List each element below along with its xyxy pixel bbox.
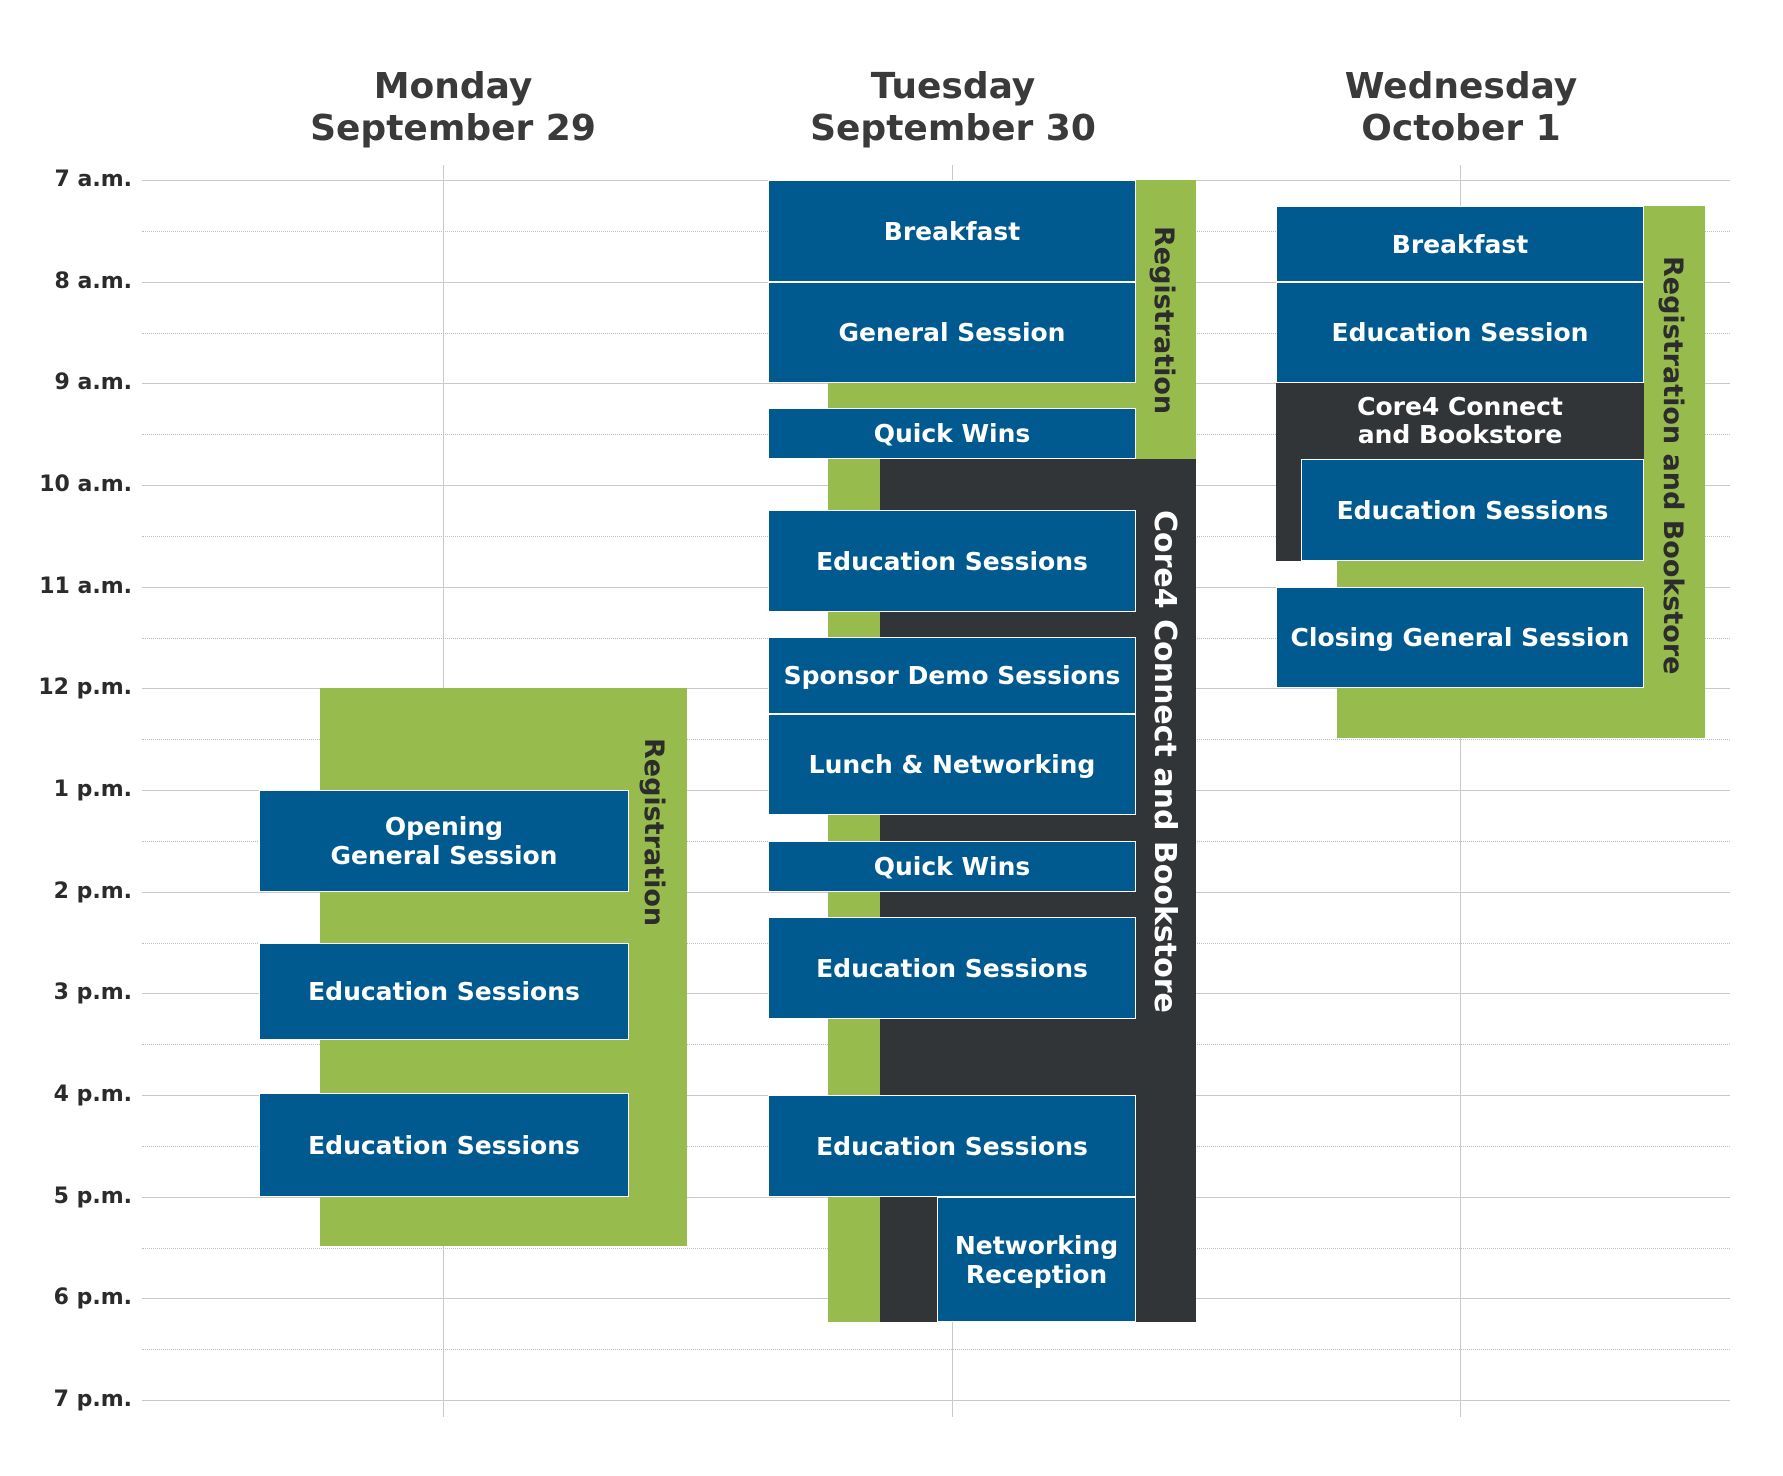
wednesday-education-session[interactable]: Education Session xyxy=(1276,282,1644,383)
day-header-wednesday: Wednesday October 1 xyxy=(1261,66,1661,150)
time-label: 2 p.m. xyxy=(53,879,132,904)
wednesday-education-sessions[interactable]: Education Sessions xyxy=(1301,459,1644,561)
wednesday-closing-general-session[interactable]: Closing General Session xyxy=(1276,587,1644,688)
wednesday-breakfast[interactable]: Breakfast xyxy=(1276,206,1644,282)
day-name: Tuesday xyxy=(870,66,1036,107)
time-label: 12 p.m. xyxy=(38,675,132,700)
day-date: September 30 xyxy=(810,108,1096,149)
wednesday-registration-bookstore-label: Registration and Bookstore xyxy=(1657,256,1688,675)
tuesday-education-sessions-3[interactable]: Education Sessions xyxy=(768,1095,1136,1197)
monday-education-sessions-1[interactable]: Education Sessions xyxy=(259,943,629,1040)
tuesday-education-sessions-1[interactable]: Education Sessions xyxy=(768,510,1136,612)
time-label: 8 a.m. xyxy=(54,269,132,294)
tuesday-registration-label: Registration xyxy=(1148,226,1179,415)
tuesday-general-session[interactable]: General Session xyxy=(768,282,1136,383)
hour-line xyxy=(142,1400,1730,1401)
time-label: 5 p.m. xyxy=(53,1184,132,1209)
tuesday-education-sessions-2[interactable]: Education Sessions xyxy=(768,917,1136,1019)
time-label: 7 p.m. xyxy=(53,1387,132,1412)
time-label: 10 a.m. xyxy=(39,472,132,497)
day-date: October 1 xyxy=(1361,108,1561,149)
tuesday-quick-wins-1[interactable]: Quick Wins xyxy=(768,408,1136,459)
day-header-tuesday: Tuesday September 30 xyxy=(753,66,1153,150)
time-label: 9 a.m. xyxy=(54,370,132,395)
monday-registration-label: Registration xyxy=(638,738,669,927)
tuesday-networking-reception[interactable]: Networking Reception xyxy=(937,1197,1136,1322)
time-label: 6 p.m. xyxy=(53,1285,132,1310)
tuesday-quick-wins-2[interactable]: Quick Wins xyxy=(768,841,1136,892)
day-header-monday: Monday September 29 xyxy=(253,66,653,150)
day-name: Wednesday xyxy=(1344,66,1578,107)
time-label: 7 a.m. xyxy=(54,167,132,192)
day-date: September 29 xyxy=(310,108,596,149)
tuesday-sponsor-demo-sessions[interactable]: Sponsor Demo Sessions xyxy=(768,637,1136,714)
tuesday-core4-connect-label: Core4 Connect and Bookstore xyxy=(1147,510,1182,1013)
monday-education-sessions-2[interactable]: Education Sessions xyxy=(259,1093,629,1197)
time-label: 4 p.m. xyxy=(53,1082,132,1107)
monday-opening-general-session[interactable]: Opening General Session xyxy=(259,790,629,892)
time-label: 11 a.m. xyxy=(39,574,132,599)
time-label: 3 p.m. xyxy=(53,980,132,1005)
tuesday-breakfast[interactable]: Breakfast xyxy=(768,180,1136,282)
time-label: 1 p.m. xyxy=(53,777,132,802)
day-name: Monday xyxy=(373,66,533,107)
tuesday-lunch-networking[interactable]: Lunch & Networking xyxy=(768,714,1136,815)
day-column-line xyxy=(1460,165,1461,1417)
half-hour-line xyxy=(142,1349,1730,1350)
